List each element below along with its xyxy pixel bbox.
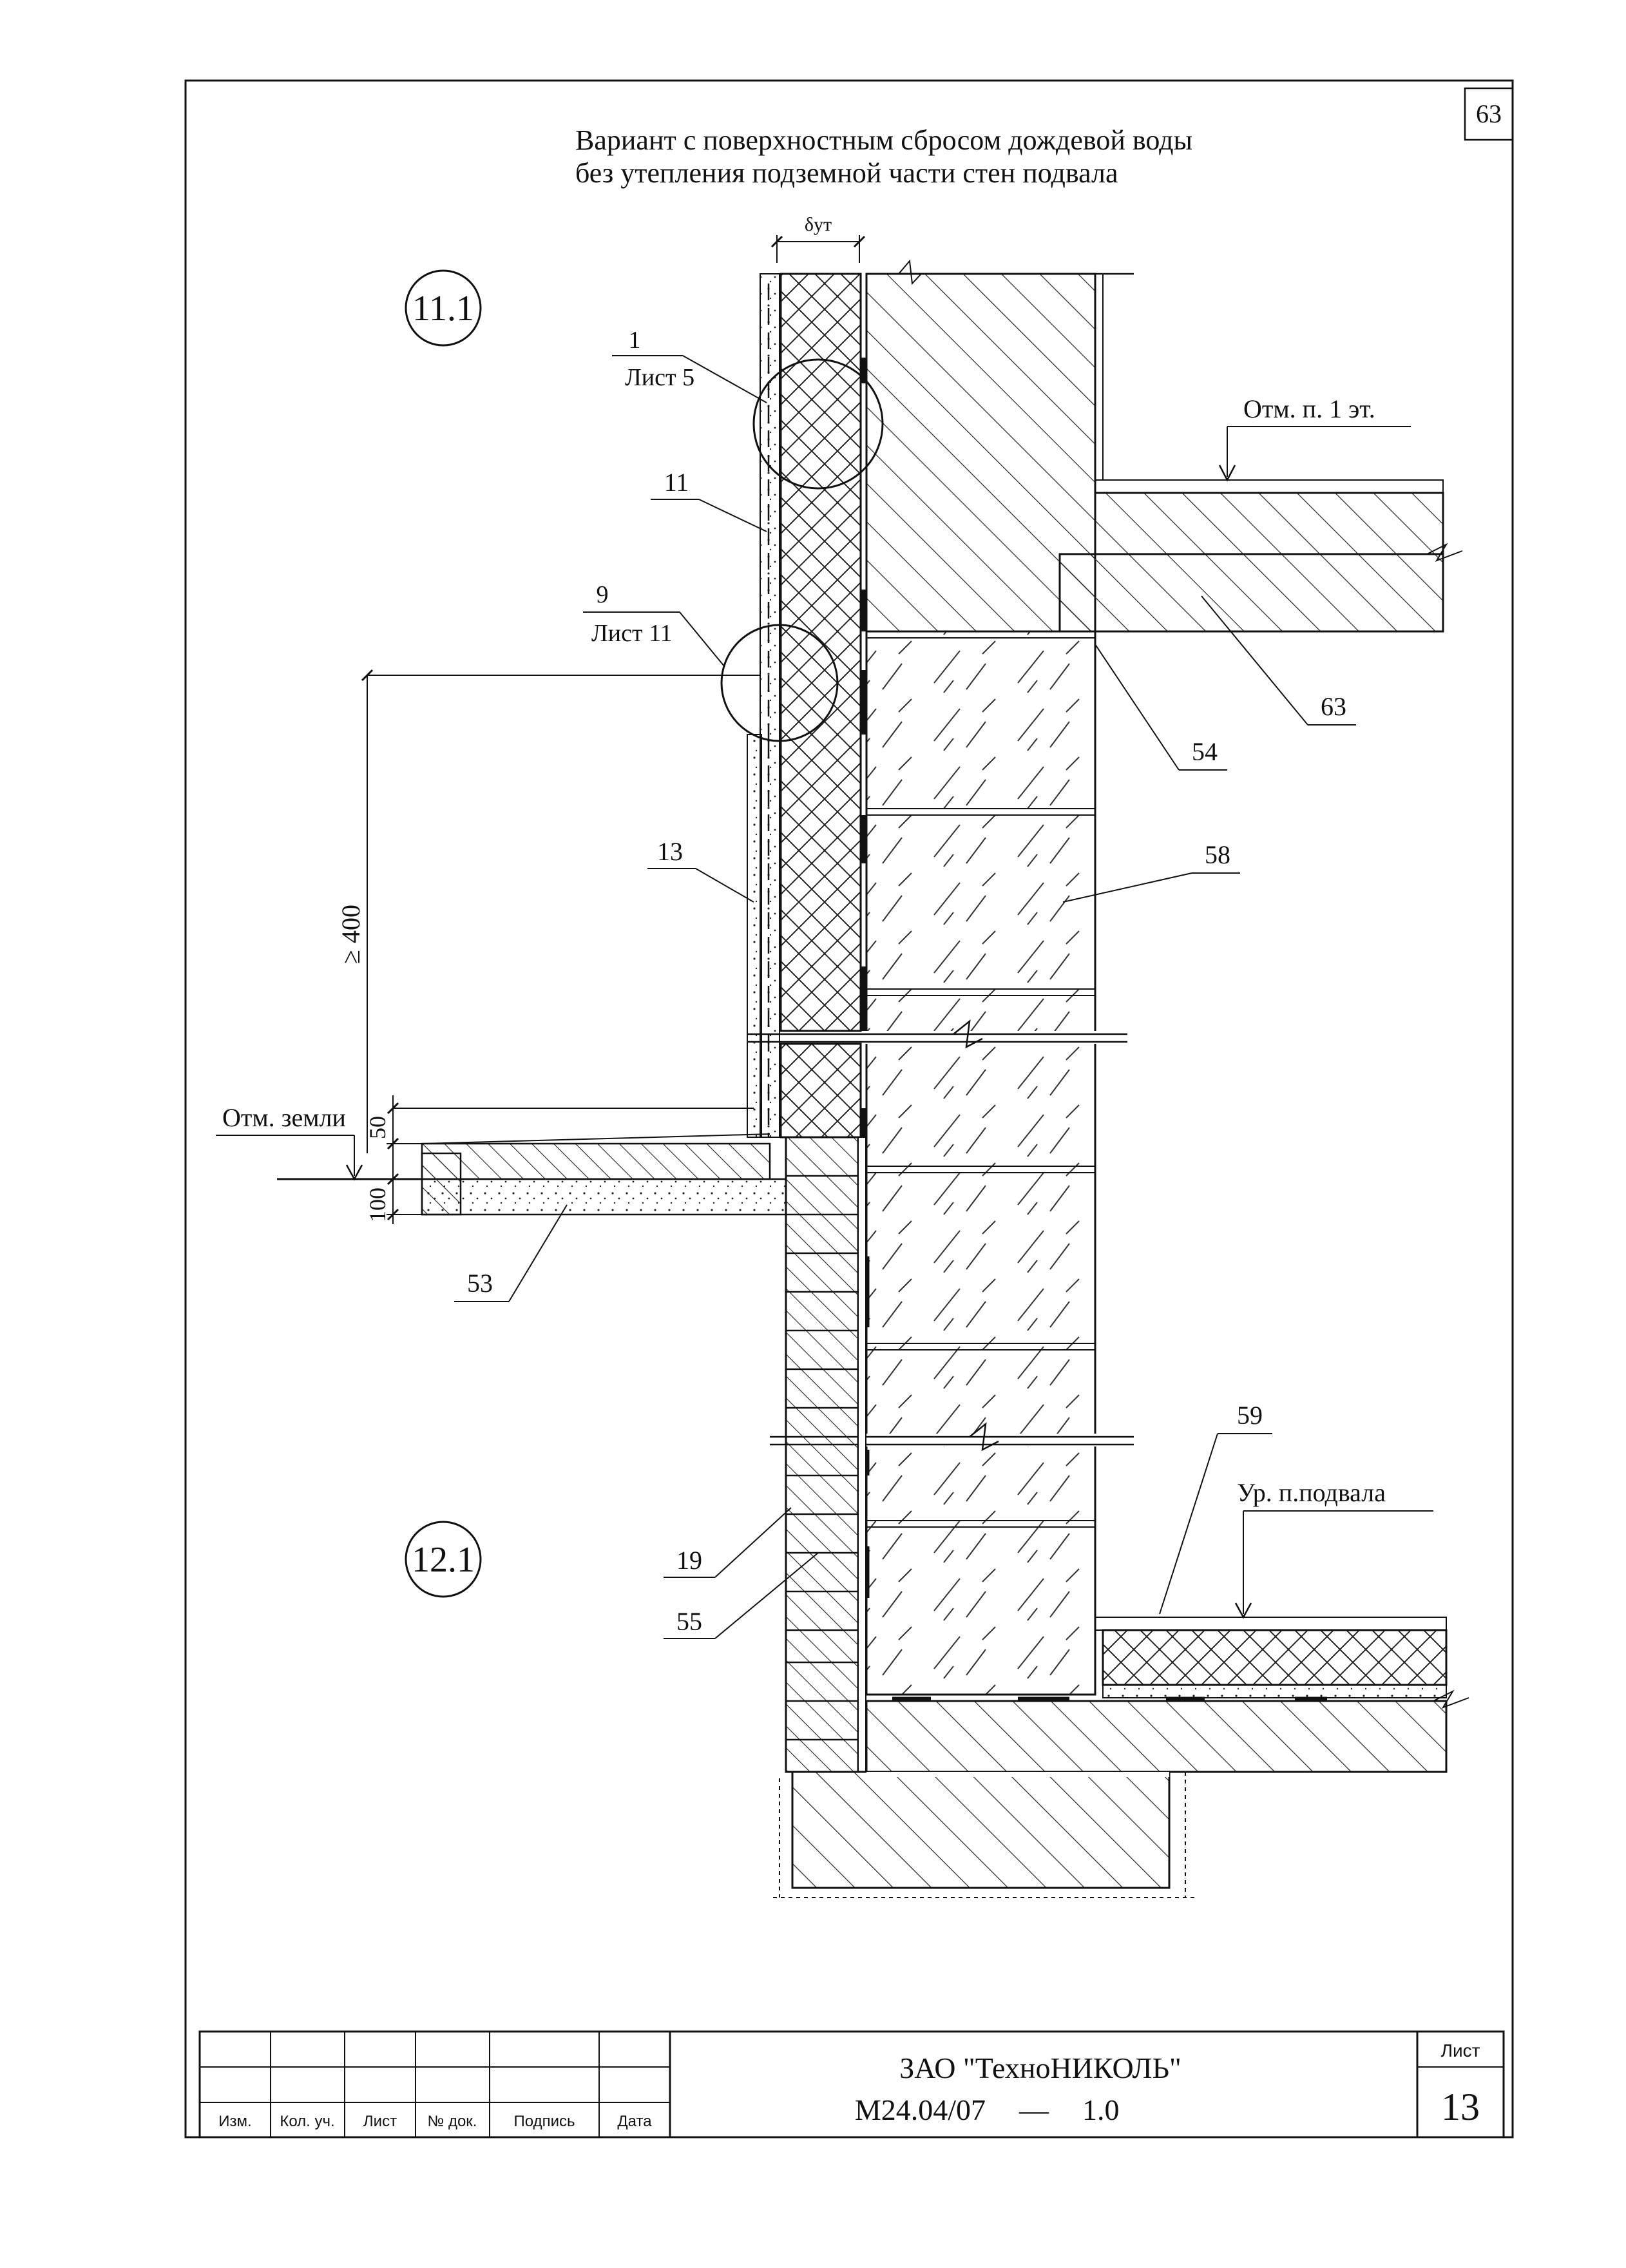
callout-11-label: 11: [664, 468, 689, 497]
callout-53-label: 53: [467, 1269, 493, 1298]
upper-wall: [865, 259, 1134, 633]
callout-53: 53: [454, 1204, 568, 1302]
detail-circle-9: [720, 624, 839, 742]
node-mark-upper: 11.1: [405, 269, 482, 347]
level-basement-floor: Ур. п.подвала: [1234, 1478, 1433, 1619]
title-line-2: без утепления подземной части стен подва…: [575, 157, 1118, 189]
dimension-50: 50: [365, 1095, 754, 1224]
foundation: [773, 1689, 1469, 1898]
detail-ref-9: 9 Лист 11: [583, 581, 725, 668]
title-block-col-signature: Подпись: [514, 2113, 575, 2130]
level-first-floor-label: Отм. п. 1 эт.: [1243, 394, 1375, 423]
basement-floor: [892, 1617, 1448, 1702]
brick-cladding: [785, 1136, 866, 1773]
level-first-floor: Отм. п. 1 эт.: [1218, 394, 1411, 482]
title-block-col-izm: Изм.: [218, 2113, 251, 2130]
detail-ref-1-sheet: Лист 5: [625, 364, 694, 391]
insulation-thickness-label: δут: [805, 214, 832, 235]
level-ground-label: Отм. земли: [222, 1103, 346, 1132]
sheet-corner-number: 63: [1476, 99, 1502, 128]
detail-ref-1-number: 1: [629, 327, 641, 354]
callout-13-label: 13: [657, 837, 683, 866]
title-block-revision: 1.0: [1082, 2093, 1120, 2126]
detail-ref-1: 1 Лист 5: [612, 327, 767, 403]
title-block-document-code: М24.04/07: [855, 2093, 986, 2126]
node-mark-lower-label: 12.1: [412, 1540, 475, 1580]
level-basement-floor-label: Ур. п.подвала: [1237, 1478, 1386, 1507]
title-block-company: ЗАО "ТехноНИКОЛЬ": [899, 2052, 1181, 2084]
title-line-1: Вариант с поверхностным сбросом дождевой…: [575, 124, 1192, 156]
callout-11: 11: [651, 468, 767, 532]
callout-19-label: 19: [676, 1546, 702, 1575]
dimension-100: 100: [365, 1173, 425, 1222]
node-mark-upper-label: 11.1: [412, 289, 474, 329]
callout-63: 63: [1201, 595, 1356, 726]
detail-circle-1: [752, 358, 884, 490]
title-block-sheet-label: Лист: [1441, 2041, 1480, 2061]
callout-55: 55: [664, 1552, 819, 1639]
title-block-col-kol-uch: Кол. уч.: [280, 2113, 334, 2130]
dimension-100-label: 100: [365, 1187, 390, 1222]
block-masonry: [865, 630, 1096, 1696]
blind-area: [277, 1133, 787, 1216]
detail-ref-9-number: 9: [597, 581, 609, 608]
insulation-thickness-dimension: δут: [770, 214, 866, 263]
dimension-height-min-label: ≥ 400: [336, 905, 365, 964]
plinth-finish: [747, 734, 762, 1138]
title-block-col-doc-number: № док.: [428, 2113, 477, 2130]
callout-58: 58: [1062, 840, 1240, 903]
level-ground: Отм. земли: [216, 1103, 363, 1181]
callout-59-label: 59: [1237, 1401, 1263, 1430]
title-block: Изм. Кол. уч. Лист № док. Подпись Дата З…: [198, 2030, 1505, 2138]
title-block-sheet-number: 13: [1441, 2086, 1480, 2128]
node-mark-lower: 12.1: [405, 1521, 482, 1598]
title-block-col-list: Лист: [363, 2113, 397, 2130]
title-block-dash: —: [1019, 2093, 1049, 2126]
callout-59: 59: [1159, 1401, 1272, 1615]
dimension-height-min: ≥ 400: [336, 669, 760, 1153]
dimension-50-label: 50: [365, 1116, 390, 1139]
callout-55-label: 55: [676, 1607, 702, 1636]
drawing-title: Вариант с поверхностным сбросом дождевой…: [575, 124, 1192, 189]
facade-plaster-layer: [760, 273, 780, 1138]
floor-slab: [1058, 479, 1463, 633]
callout-19: 19: [664, 1507, 792, 1578]
insulation-layer: [780, 273, 862, 1139]
callout-54-label: 54: [1192, 737, 1218, 766]
callout-54: 54: [1095, 644, 1227, 771]
callout-58-label: 58: [1205, 840, 1230, 869]
detail-ref-9-sheet: Лист 11: [591, 620, 673, 647]
detail-circles: [720, 358, 884, 742]
callout-13: 13: [647, 837, 754, 903]
callout-63-label: 63: [1321, 692, 1346, 721]
title-block-col-date: Дата: [617, 2113, 652, 2130]
